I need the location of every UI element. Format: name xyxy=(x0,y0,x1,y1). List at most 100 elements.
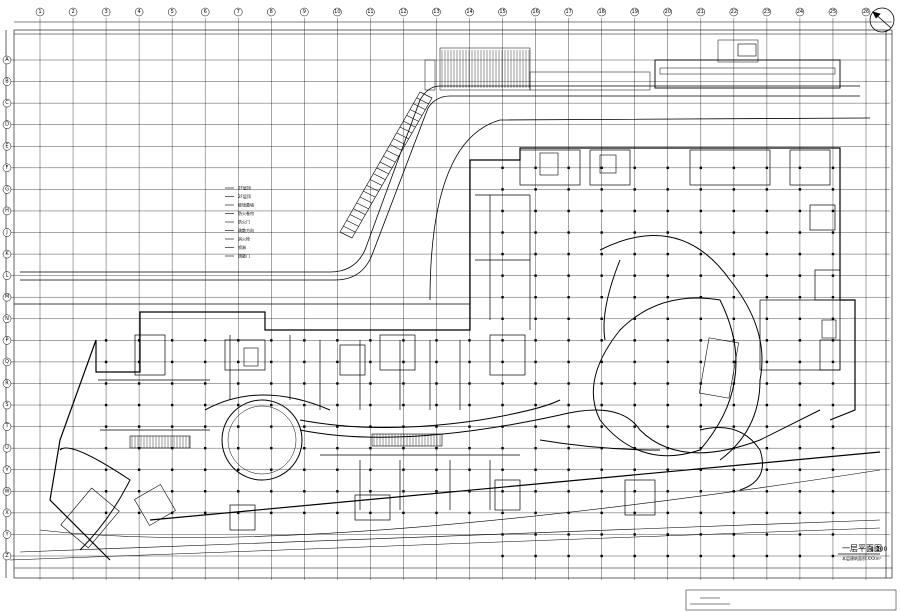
column xyxy=(831,533,835,536)
column xyxy=(104,468,108,471)
column xyxy=(369,403,372,407)
column xyxy=(732,446,736,450)
grid-bubble xyxy=(35,7,45,17)
column xyxy=(831,231,835,234)
grid-label: 21 xyxy=(698,9,704,15)
legend-label: 玻璃幕墙 xyxy=(238,202,254,208)
column xyxy=(204,490,207,493)
column xyxy=(270,339,273,342)
column xyxy=(336,446,339,450)
column xyxy=(336,425,339,428)
column xyxy=(237,382,240,385)
column xyxy=(633,252,636,256)
column xyxy=(303,425,306,428)
column xyxy=(699,403,702,407)
grid-label: U xyxy=(5,445,9,451)
column xyxy=(104,490,108,493)
column xyxy=(170,382,174,385)
column xyxy=(600,446,603,450)
grid-label: 6 xyxy=(204,9,207,15)
grid-label: 19 xyxy=(632,9,638,15)
column xyxy=(369,511,372,515)
grid-label: 14 xyxy=(466,9,472,15)
column xyxy=(798,166,802,170)
column xyxy=(600,403,603,407)
column xyxy=(600,317,603,320)
column xyxy=(402,382,405,385)
column xyxy=(336,468,339,471)
column xyxy=(137,446,141,450)
column xyxy=(666,166,669,170)
column xyxy=(600,533,603,536)
column xyxy=(137,382,141,385)
grid-label: N xyxy=(5,316,9,322)
column xyxy=(765,317,769,320)
column xyxy=(666,360,669,364)
grid-bubble xyxy=(2,314,12,324)
column xyxy=(765,166,769,170)
column xyxy=(699,317,702,320)
column xyxy=(567,317,570,320)
column xyxy=(666,188,669,191)
grid-label: 24 xyxy=(797,9,803,15)
column xyxy=(699,231,702,234)
grid-bubble xyxy=(564,7,573,17)
column xyxy=(435,446,438,450)
column xyxy=(765,382,769,385)
grid-bubble xyxy=(267,7,276,17)
column xyxy=(798,403,802,407)
column xyxy=(270,446,273,450)
grid-label: 23 xyxy=(764,9,770,15)
column xyxy=(567,511,570,515)
column xyxy=(402,403,405,407)
column xyxy=(831,360,835,364)
grid-bubble xyxy=(2,357,12,367)
column xyxy=(699,252,702,256)
column xyxy=(699,360,702,364)
parking-ramp xyxy=(339,91,433,239)
column xyxy=(170,446,174,450)
grid-label: 26 xyxy=(863,9,869,15)
column xyxy=(170,360,174,364)
column xyxy=(798,468,802,471)
column xyxy=(831,382,835,385)
grid-bubble xyxy=(762,7,772,17)
column xyxy=(600,425,603,428)
legend-label: 疏散方向 xyxy=(238,227,254,233)
column xyxy=(699,296,702,299)
atrium-curves xyxy=(59,235,821,551)
column xyxy=(534,382,537,385)
column xyxy=(501,209,504,213)
column xyxy=(798,188,802,191)
grid-label: 12 xyxy=(400,9,406,15)
column xyxy=(567,231,570,234)
grid-bubble xyxy=(432,7,441,17)
grid-bubble xyxy=(2,228,12,237)
column xyxy=(600,360,603,364)
column xyxy=(369,468,372,471)
column xyxy=(765,490,769,493)
column xyxy=(534,533,537,536)
column xyxy=(633,339,636,342)
column xyxy=(270,360,273,364)
column xyxy=(798,554,802,558)
column xyxy=(567,533,570,536)
column xyxy=(237,425,240,428)
legend-label: 防火卷帘 xyxy=(238,210,254,216)
column xyxy=(204,382,207,385)
grid-label: Y xyxy=(4,531,9,537)
grid-label: C xyxy=(5,100,9,106)
column xyxy=(534,511,537,515)
column xyxy=(501,360,504,364)
grid-label: M xyxy=(5,294,9,300)
structural-columns xyxy=(104,166,835,558)
column xyxy=(699,188,702,191)
column xyxy=(534,360,537,364)
grid-label: 5 xyxy=(171,9,174,15)
column xyxy=(402,468,405,471)
column xyxy=(567,166,570,170)
legend-label: 喷淋 xyxy=(238,244,246,250)
column xyxy=(303,468,306,471)
column xyxy=(402,446,405,450)
